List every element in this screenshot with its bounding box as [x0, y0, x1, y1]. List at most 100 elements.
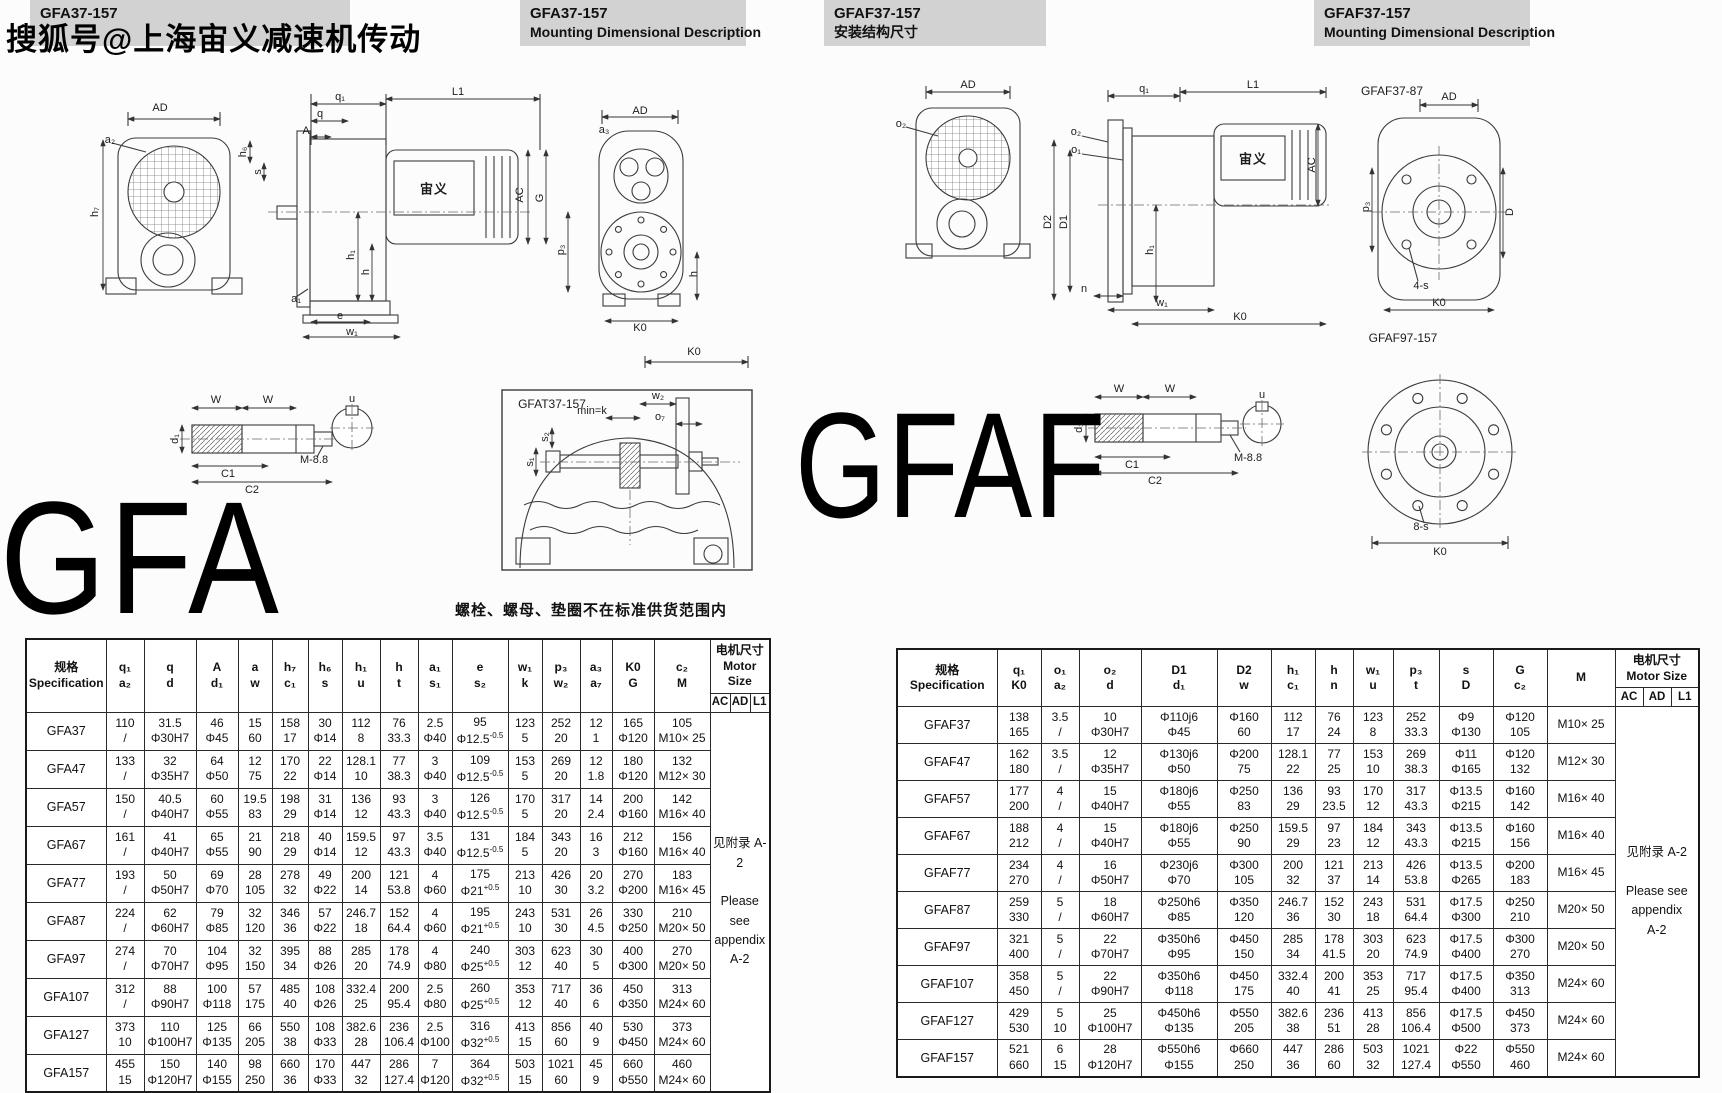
gfa-end-view-drawing: [565, 110, 700, 324]
motor-sub-header: AC: [709, 692, 731, 713]
dim-label: a₂: [104, 134, 116, 146]
motor-logo-label: 宙义: [419, 181, 449, 197]
dim-label: h: [360, 268, 372, 276]
dim-label: o₁: [1071, 144, 1081, 156]
spec-name: GFAF127: [896, 1002, 998, 1041]
dim-label: D1: [1058, 214, 1070, 230]
gfaf-side-view-drawing: [1051, 87, 1332, 327]
gfaf-shaft-detail-drawing: [1083, 394, 1284, 476]
dim-label: AC: [514, 187, 526, 203]
section-subtitle: Mounting Dimensional Description: [1324, 24, 1556, 40]
dim-label: s₁: [524, 457, 536, 467]
dim-label: w₁: [1156, 297, 1168, 309]
gfa-front-view-drawing: [100, 112, 243, 295]
dim-label: W: [1164, 383, 1176, 395]
dim-label: AC: [1306, 157, 1318, 173]
dim-label: q₁: [335, 91, 345, 103]
drawing-title-label: GFAT37-157: [518, 397, 586, 411]
dim-cell: 4/: [1040, 854, 1080, 893]
gfaf-end-view-bottom-drawing: [1362, 374, 1518, 549]
dim-label: AD: [632, 105, 648, 117]
gfaf-end-view-top-drawing: [1369, 99, 1506, 313]
section-title: GFA37-157: [530, 5, 608, 22]
dim-cell: M24× 60: [1546, 1039, 1616, 1078]
motor-sub-header: L1: [749, 692, 771, 713]
dim-label: s₂: [539, 432, 551, 442]
dim-cell: 110/: [105, 711, 145, 751]
spec-name: GFA87: [25, 901, 107, 941]
dim-cell: 224/: [105, 901, 145, 941]
spec-name: GFA67: [25, 825, 107, 865]
drawing-title-label: GFAF37-87: [1360, 84, 1424, 98]
dim-label: G: [534, 193, 546, 203]
dim-label: n: [1080, 283, 1088, 295]
section-header-gfa-en: GFA37-157 Mounting Dimensional Descripti…: [520, 0, 761, 46]
motor-sub-header: L1: [1670, 687, 1700, 708]
dim-label: K0: [687, 346, 701, 358]
dim-cell: 3.5/: [1040, 706, 1080, 745]
